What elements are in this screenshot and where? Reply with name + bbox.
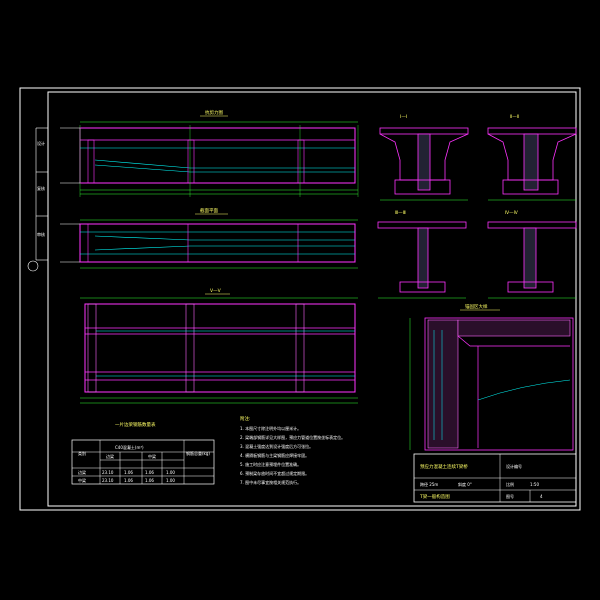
table-title: 一片边梁钢筋数量表 bbox=[115, 421, 156, 428]
anchorage-detail: 锚固区大样 bbox=[409, 303, 574, 451]
table-header-steel: 钢筋总重(kg) bbox=[186, 450, 210, 456]
section-1-title: Ⅰ—Ⅰ bbox=[400, 114, 407, 120]
scale-label: 比例 bbox=[506, 481, 514, 487]
span-label: 跨径 25m bbox=[420, 481, 438, 487]
note-item: 1. 本图尺寸除注明外均以厘米计。 bbox=[240, 425, 301, 431]
drawing-name: T梁一般构造图 bbox=[419, 493, 450, 500]
note-item: 5. 施工时应注意预埋件位置准确。 bbox=[240, 461, 301, 467]
side-label-design: 设计 bbox=[37, 140, 45, 146]
detail-title: 锚固区大样 bbox=[465, 303, 488, 310]
stamp-icon bbox=[27, 260, 39, 272]
sheet-value: 4 bbox=[540, 494, 543, 499]
table-row-1-c4: 1.00 bbox=[166, 470, 175, 475]
cross-section-4: Ⅳ—Ⅳ bbox=[487, 210, 577, 299]
note-item: 4. 横隔板钢筋与主梁钢筋应焊接牢固。 bbox=[240, 452, 309, 458]
plan-title: 截面平面 bbox=[200, 207, 218, 214]
section-4-title: Ⅳ—Ⅳ bbox=[505, 210, 519, 216]
table-row-2-c3: 1.06 bbox=[145, 478, 154, 483]
side-label-strip: 设计 复核 审核 bbox=[27, 127, 48, 272]
scale-value: 1:50 bbox=[530, 482, 539, 487]
project-name: 预应力混凝土连续T梁桥 bbox=[420, 463, 468, 470]
table-row-2-c1: 23.10 bbox=[102, 478, 114, 483]
table-row-1-c2: 1.06 bbox=[124, 470, 133, 475]
table-row-1-c1: 23.10 bbox=[102, 470, 114, 475]
section-3-title: Ⅲ—Ⅲ bbox=[395, 210, 406, 216]
note-item: 7. 图中未尽事宜按相关规范执行。 bbox=[240, 479, 301, 485]
skew-label: 斜度 0° bbox=[458, 481, 472, 487]
table-header-concrete: C40混凝土(m³) bbox=[115, 444, 144, 450]
note-item: 3. 混凝土强度达到设计强度后方可张拉。 bbox=[240, 443, 313, 449]
cross-section-2: Ⅱ—Ⅱ bbox=[487, 114, 577, 201]
side-label-review: 审核 bbox=[37, 231, 45, 237]
table-row-1-label: 边梁 bbox=[78, 469, 86, 475]
cross-section-3: Ⅲ—Ⅲ bbox=[377, 210, 467, 299]
table-subheader-edge: 边梁 bbox=[106, 453, 114, 459]
table-header-type: 类别 bbox=[78, 450, 86, 456]
title-block: 预应力混凝土连续T梁桥 跨径 25m 斜度 0° T梁一般构造图 设计编号 比例… bbox=[413, 453, 577, 503]
table-row-2-c4: 1.00 bbox=[166, 478, 175, 483]
design-number-label: 设计编号 bbox=[506, 463, 522, 469]
outer-frame bbox=[19, 87, 581, 511]
inner-frame bbox=[47, 91, 577, 507]
notes-heading: 附注: bbox=[240, 415, 251, 422]
side-label-check: 复核 bbox=[37, 185, 45, 191]
elevation-title: 抗剪力图 bbox=[205, 109, 223, 116]
note-item: 6. 预制梁存放时间不宜超过规定期限。 bbox=[240, 470, 309, 476]
section-2-title: Ⅱ—Ⅱ bbox=[510, 114, 519, 120]
table-subheader-middle: 中梁 bbox=[148, 453, 156, 459]
section-vv-title: Ⅴ—Ⅴ bbox=[210, 288, 222, 294]
section-vv-view: Ⅴ—Ⅴ bbox=[80, 288, 358, 404]
table-row-2-c2: 1.06 bbox=[124, 478, 133, 483]
plan-view: 截面平面 bbox=[60, 207, 358, 269]
note-item: 2. 梁端部钢筋详见大样图，预应力管道位置按坐标表定位。 bbox=[240, 434, 345, 440]
table-row-2-label: 中梁 bbox=[78, 477, 86, 483]
elevation-view: 抗剪力图 bbox=[60, 109, 359, 197]
quantity-table: 一片边梁钢筋数量表 类别 C40混凝土(m³) 钢筋总重(kg) 边梁 中梁 边… bbox=[71, 421, 215, 485]
cross-section-1: Ⅰ—Ⅰ bbox=[379, 114, 469, 201]
notes-block: 附注: 1. 本图尺寸除注明外均以厘米计。 2. 梁端部钢筋详见大样图，预应力管… bbox=[240, 415, 345, 485]
table-row-1-c3: 1.06 bbox=[145, 470, 154, 475]
sheet-label: 图号 bbox=[506, 493, 514, 499]
